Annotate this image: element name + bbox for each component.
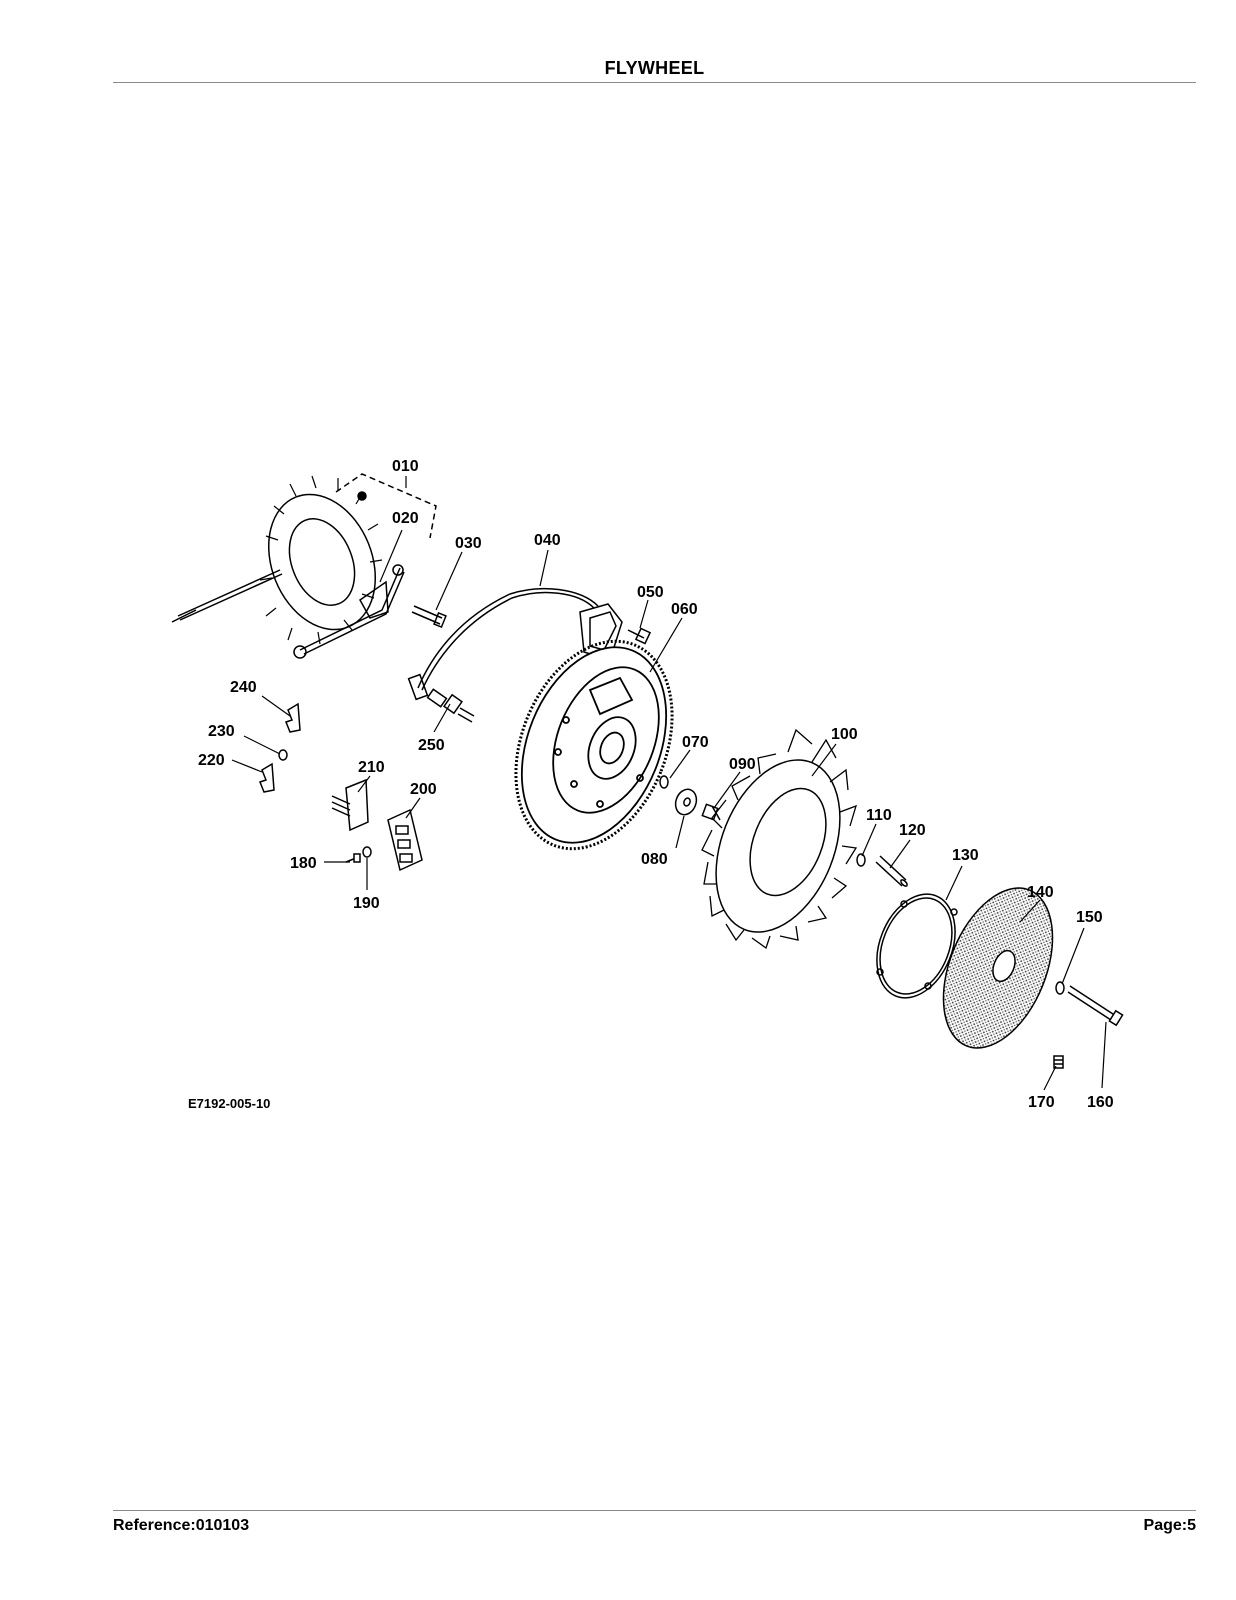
callout-190: 190 bbox=[353, 895, 380, 912]
grass-screen-part bbox=[942, 887, 1054, 1049]
callout-170: 170 bbox=[1028, 1094, 1055, 1111]
callout-200: 200 bbox=[410, 781, 437, 798]
ignition-coil-part bbox=[407, 587, 623, 701]
ground-wire-part bbox=[293, 564, 405, 659]
callout-110: 110 bbox=[866, 807, 892, 824]
callout-060: 060 bbox=[671, 601, 698, 618]
callout-020: 020 bbox=[392, 510, 419, 527]
callout-240: 240 bbox=[230, 679, 257, 696]
spark-plug-part bbox=[426, 688, 475, 723]
callout-labels: 010 020 030 040 050 060 070 080 090 100 … bbox=[198, 458, 1114, 1111]
page-header: FLYWHEEL bbox=[113, 56, 1196, 83]
reference-number: Reference:010103 bbox=[113, 1517, 250, 1534]
callout-160: 160 bbox=[1087, 1094, 1114, 1111]
bracket-240-part bbox=[285, 702, 301, 733]
callout-180: 180 bbox=[290, 855, 317, 872]
callout-140: 140 bbox=[1027, 884, 1054, 901]
washer-230-part bbox=[278, 749, 288, 761]
callout-070: 070 bbox=[682, 734, 709, 751]
screw-050-part bbox=[627, 627, 652, 645]
callout-040: 040 bbox=[534, 532, 561, 549]
callout-230: 230 bbox=[208, 723, 235, 740]
regulator-part bbox=[387, 808, 423, 872]
page-title: FLYWHEEL bbox=[604, 58, 705, 78]
washer-part bbox=[674, 788, 698, 816]
callout-100: 100 bbox=[831, 726, 858, 743]
drawing-number: E7192-005-10 bbox=[188, 1096, 270, 1111]
washer-110-part bbox=[856, 853, 866, 867]
callout-080: 080 bbox=[641, 851, 668, 868]
leader-lines bbox=[231, 476, 1107, 1091]
long-bolt-part bbox=[1067, 985, 1124, 1027]
callout-120: 120 bbox=[899, 822, 926, 839]
page-footer: Reference:010103 Page:5 bbox=[113, 1510, 1196, 1535]
callout-010: 010 bbox=[392, 458, 419, 475]
callout-210: 210 bbox=[358, 759, 385, 776]
callout-130: 130 bbox=[952, 847, 979, 864]
bolt-part bbox=[411, 605, 447, 629]
page-number: Page:5 bbox=[1143, 1517, 1196, 1534]
callout-050: 050 bbox=[637, 584, 664, 601]
rectifier-part bbox=[331, 778, 369, 832]
pin-part bbox=[875, 855, 908, 887]
stator-part bbox=[171, 473, 437, 645]
key-part bbox=[659, 775, 669, 789]
flywheel-part bbox=[514, 639, 674, 851]
callout-250: 250 bbox=[418, 737, 445, 754]
callout-220: 220 bbox=[198, 752, 225, 769]
callout-150: 150 bbox=[1076, 909, 1103, 926]
washer-150-part bbox=[1055, 981, 1065, 995]
fan-part bbox=[701, 728, 858, 950]
callout-030: 030 bbox=[455, 535, 482, 552]
screw-180-part bbox=[345, 853, 361, 863]
callout-090: 090 bbox=[729, 756, 756, 773]
washer-190-part bbox=[362, 846, 372, 858]
bracket-220-part bbox=[259, 762, 275, 793]
nut-170-part bbox=[1053, 1055, 1064, 1069]
